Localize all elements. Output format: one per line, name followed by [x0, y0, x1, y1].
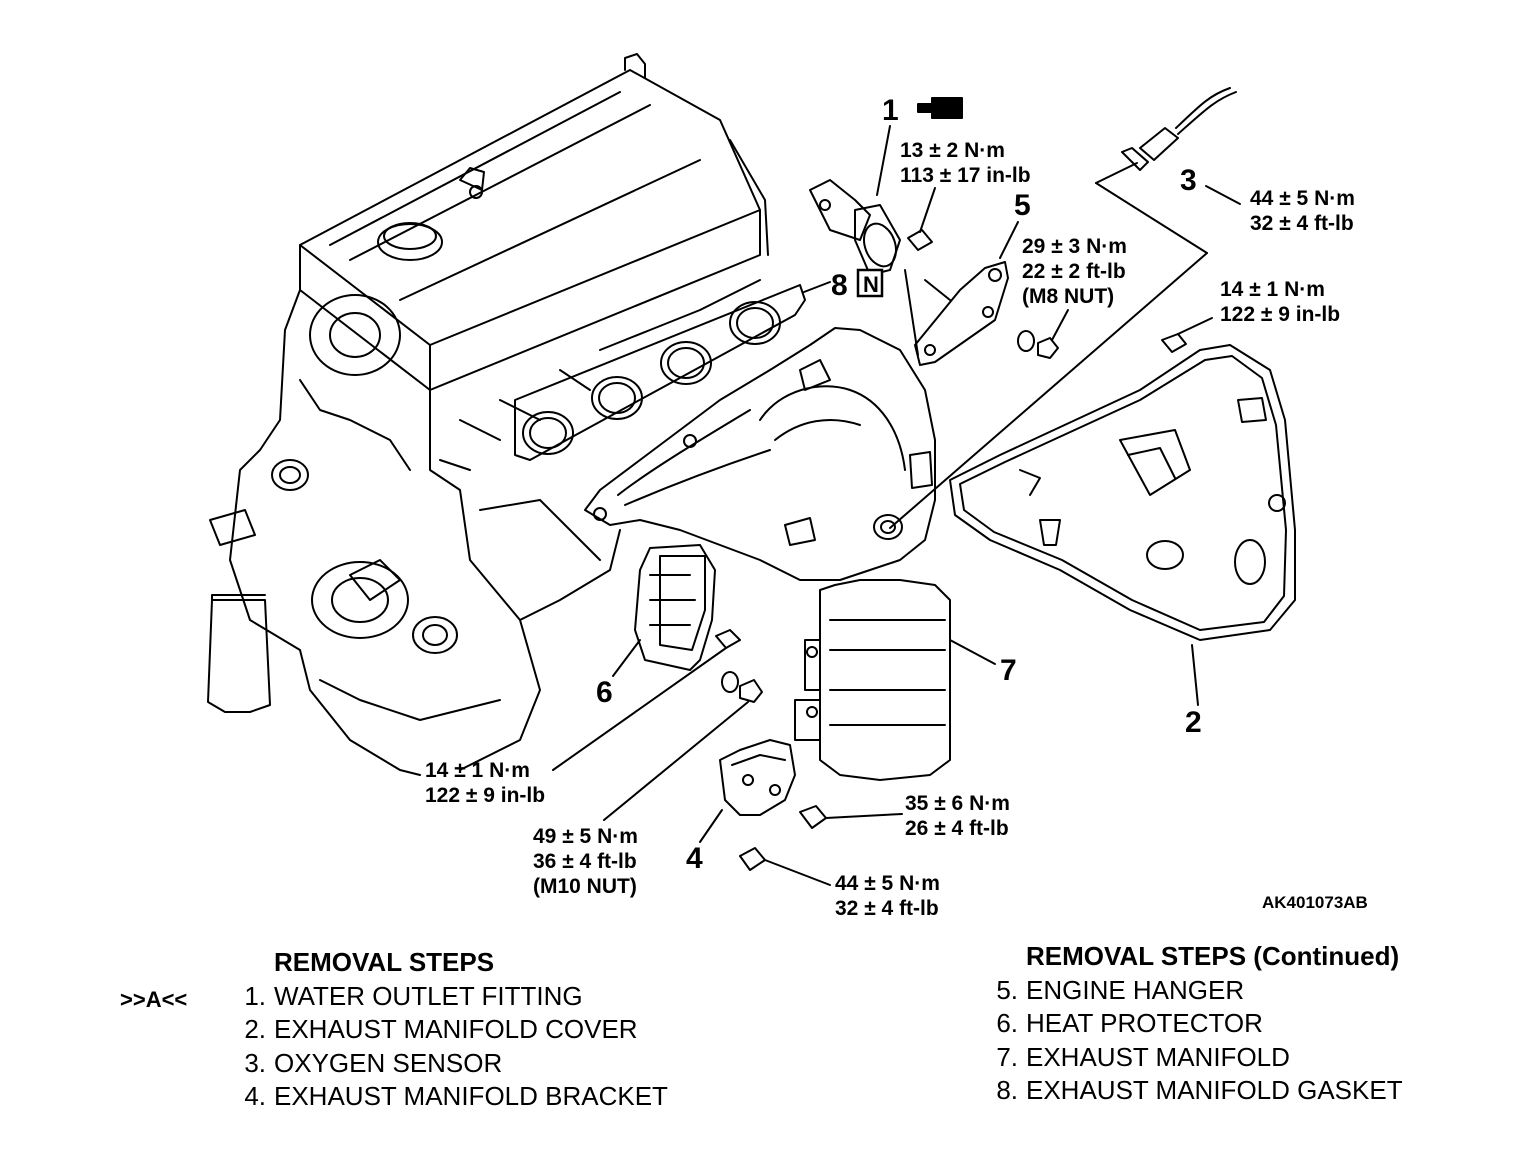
list-item: 7.EXHAUST MANIFOLD [996, 1041, 1290, 1072]
torque-bracket-bolt-b-nm: 44 ± 5 N·m [835, 872, 940, 895]
torque-water-outlet-nm: 13 ± 2 N·m [900, 139, 1005, 162]
list-item: 1.WATER OUTLET FITTING [244, 980, 583, 1011]
removal-steps-continued-heading: REMOVAL STEPS (Continued) [1026, 941, 1400, 971]
callout-4: 4 [686, 842, 703, 875]
exploded-diagram: N 1 2 3 4 5 6 7 8 13 ± 2 N·m 113 ± 17 in… [207, 53, 1355, 920]
torque-bracket-bolt-a-ftlb: 26 ± 4 ft-lb [905, 817, 1009, 840]
callout-6: 6 [596, 676, 613, 709]
list-item: 5.ENGINE HANGER [996, 974, 1245, 1005]
removal-steps-heading: REMOVAL STEPS [274, 947, 495, 977]
torque-bracket-bolt-a-nm: 35 ± 6 N·m [905, 792, 1010, 815]
exhaust-manifold-drawing [584, 327, 996, 781]
list-item: 4.EXHAUST MANIFOLD BRACKET [244, 1081, 668, 1111]
callout-1: 1 [882, 94, 899, 127]
engine-block-drawing [207, 53, 769, 776]
heat-protector-drawing [552, 544, 763, 821]
torque-hanger-note: (M8 NUT) [1022, 285, 1114, 308]
torque-cover-inlb: 122 ± 9 in-lb [1220, 303, 1340, 326]
torque-cover-nm: 14 ± 1 N·m [1220, 278, 1325, 301]
torque-m10-nut-note: (M10 NUT) [533, 875, 637, 898]
removal-steps-left: REMOVAL STEPS 1.WATER OUTLET FITTING 2.E… [236, 946, 668, 1114]
water-outlet-fitting-drawing [809, 97, 963, 276]
torque-o2-sensor-nm: 44 ± 5 N·m [1250, 187, 1355, 210]
callout-2: 2 [1185, 706, 1202, 739]
torque-m10-nut-nm: 49 ± 5 N·m [533, 825, 638, 848]
figure-code: AK401073AB [1262, 893, 1368, 912]
exhaust-manifold-gasket-drawing [514, 281, 831, 461]
list-item: 2.EXHAUST MANIFOLD COVER [244, 1014, 638, 1044]
exhaust-manifold-cover-drawing [949, 344, 1296, 706]
list-item: 8.EXHAUST MANIFOLD GASKET [996, 1075, 1403, 1105]
exhaust-manifold-bracket-drawing [699, 739, 903, 886]
torque-o2-sensor-ftlb: 32 ± 4 ft-lb [1250, 212, 1354, 235]
torque-protector-inlb: 122 ± 9 in-lb [425, 784, 545, 807]
n-marker-text: N [863, 272, 879, 297]
oxygen-sensor-drawing [889, 87, 1241, 529]
callout-3: 3 [1180, 164, 1197, 197]
callout-8: 8 [831, 269, 848, 302]
torque-bracket-bolt-b-ftlb: 32 ± 4 ft-lb [835, 897, 939, 920]
list-item: 6.HEAT PROTECTOR [996, 1008, 1263, 1038]
callout-7: 7 [1000, 654, 1017, 687]
torque-m10-nut-ftlb: 36 ± 4 ft-lb [533, 850, 637, 873]
removal-steps-right: REMOVAL STEPS (Continued) 5.ENGINE HANGE… [988, 940, 1403, 1108]
engine-hanger-drawing [904, 221, 1213, 366]
torque-hanger-nm: 29 ± 3 N·m [1022, 235, 1127, 258]
callout-5: 5 [1014, 189, 1031, 222]
n-marker-box [856, 268, 884, 298]
list-item: 3.OXYGEN SENSOR [244, 1047, 503, 1078]
torque-protector-nm: 14 ± 1 N·m [425, 759, 530, 782]
procedure-ref-mark: >>A<< [120, 987, 188, 1012]
torque-hanger-ftlb: 22 ± 2 ft-lb [1022, 260, 1126, 283]
torque-water-outlet-inlb: 113 ± 17 in-lb [900, 164, 1031, 187]
